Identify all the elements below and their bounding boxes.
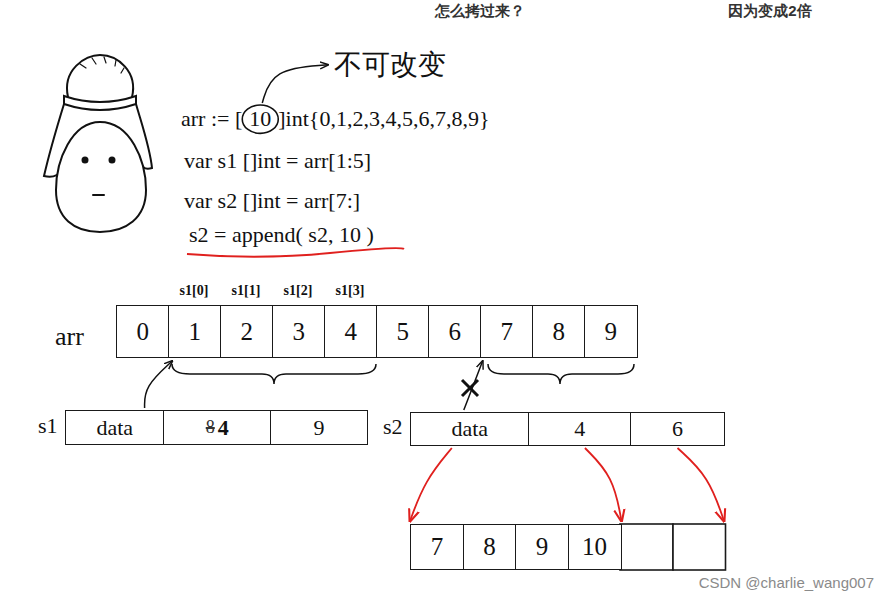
code-text: var s2 []int = arr[7:] [184, 188, 360, 214]
watermark: CSDN @charlie_wang007 [699, 574, 874, 592]
cell-value: 7 [501, 318, 514, 346]
array-cell: 1 [168, 305, 222, 358]
array-cell: 8 [532, 305, 586, 358]
cell-value: 2 [241, 318, 254, 346]
code-text: 10 [242, 106, 278, 132]
pointer-arrow [464, 361, 483, 410]
array-cell: 3 [272, 305, 326, 358]
array-cell: 0 [116, 305, 170, 358]
cell-value: data [451, 416, 488, 442]
array-cell: 5 [376, 305, 430, 358]
cell-value: 3 [293, 318, 306, 346]
slice-header-field: data [65, 410, 165, 445]
array-cell: 6 [428, 305, 482, 358]
index-label: s1[0] [180, 283, 209, 300]
new-array-cell: 7 [410, 524, 464, 570]
slice-header-field: 6 [630, 412, 725, 446]
character-figure [44, 55, 152, 232]
code-text: var s1 []int = arr[1:5] [184, 148, 371, 174]
red-underline [187, 248, 404, 257]
slice-header-field: 4 [528, 412, 632, 446]
highlight-ellipse [242, 105, 278, 133]
slice-header-field: 84 [163, 410, 272, 445]
cell-value: 6 [672, 416, 683, 442]
brace [172, 364, 376, 384]
pointer-arrow [145, 361, 173, 408]
cell-value: 10 [582, 533, 607, 561]
caption-note: 怎么拷过来？ [435, 2, 525, 20]
brace [488, 364, 634, 384]
cell-value: 1 [189, 318, 202, 346]
cell-value: 8 [553, 318, 566, 346]
code-text: s2 = append( s2, 10 ) [189, 222, 374, 248]
cell-value: 4 [218, 415, 229, 441]
caption-note: 因为变成2倍 [728, 2, 811, 20]
cell-value: 9 [605, 318, 618, 346]
array-cell: 7 [480, 305, 534, 358]
array-cell: 2 [220, 305, 274, 358]
copy-arrow [678, 448, 725, 521]
cell-value: 5 [397, 318, 410, 346]
code-text: arr := [ [181, 106, 242, 132]
variable-name: arr [55, 321, 84, 352]
annotation-arrow [262, 65, 328, 103]
copy-arrow [585, 448, 622, 521]
variable-name: s2 [383, 414, 403, 440]
empty-cell [673, 524, 726, 570]
array-cell: 4 [324, 305, 378, 358]
cell-value: 9 [314, 415, 325, 441]
cell-value: 8 [483, 533, 496, 561]
copy-arrow [410, 448, 452, 521]
index-label: s1[2] [284, 283, 313, 300]
cell-value: 8 [206, 417, 215, 438]
variable-name: s1 [38, 413, 58, 439]
new-array-cell: 9 [515, 524, 569, 570]
cell-value: 0 [137, 318, 150, 346]
cell-value: 6 [449, 318, 462, 346]
new-array-cell: 10 [568, 524, 622, 570]
empty-cell [620, 524, 673, 570]
index-label: s1[1] [232, 283, 261, 300]
cell-value: 9 [536, 533, 549, 561]
cell-value: 4 [345, 318, 358, 346]
new-array-cell: 8 [463, 524, 517, 570]
code-text: ]int{0,1,2,3,4,5,6,7,8,9} [278, 106, 489, 132]
cell-value: data [96, 415, 133, 441]
cell-value: 7 [431, 533, 444, 561]
index-label: s1[3] [336, 283, 365, 300]
slice-header-field: data [410, 412, 530, 446]
cell-value: 4 [574, 416, 585, 442]
annotation: 不可改变 [334, 48, 446, 82]
slice-header-field: 9 [270, 410, 368, 445]
array-cell: 9 [584, 305, 638, 358]
